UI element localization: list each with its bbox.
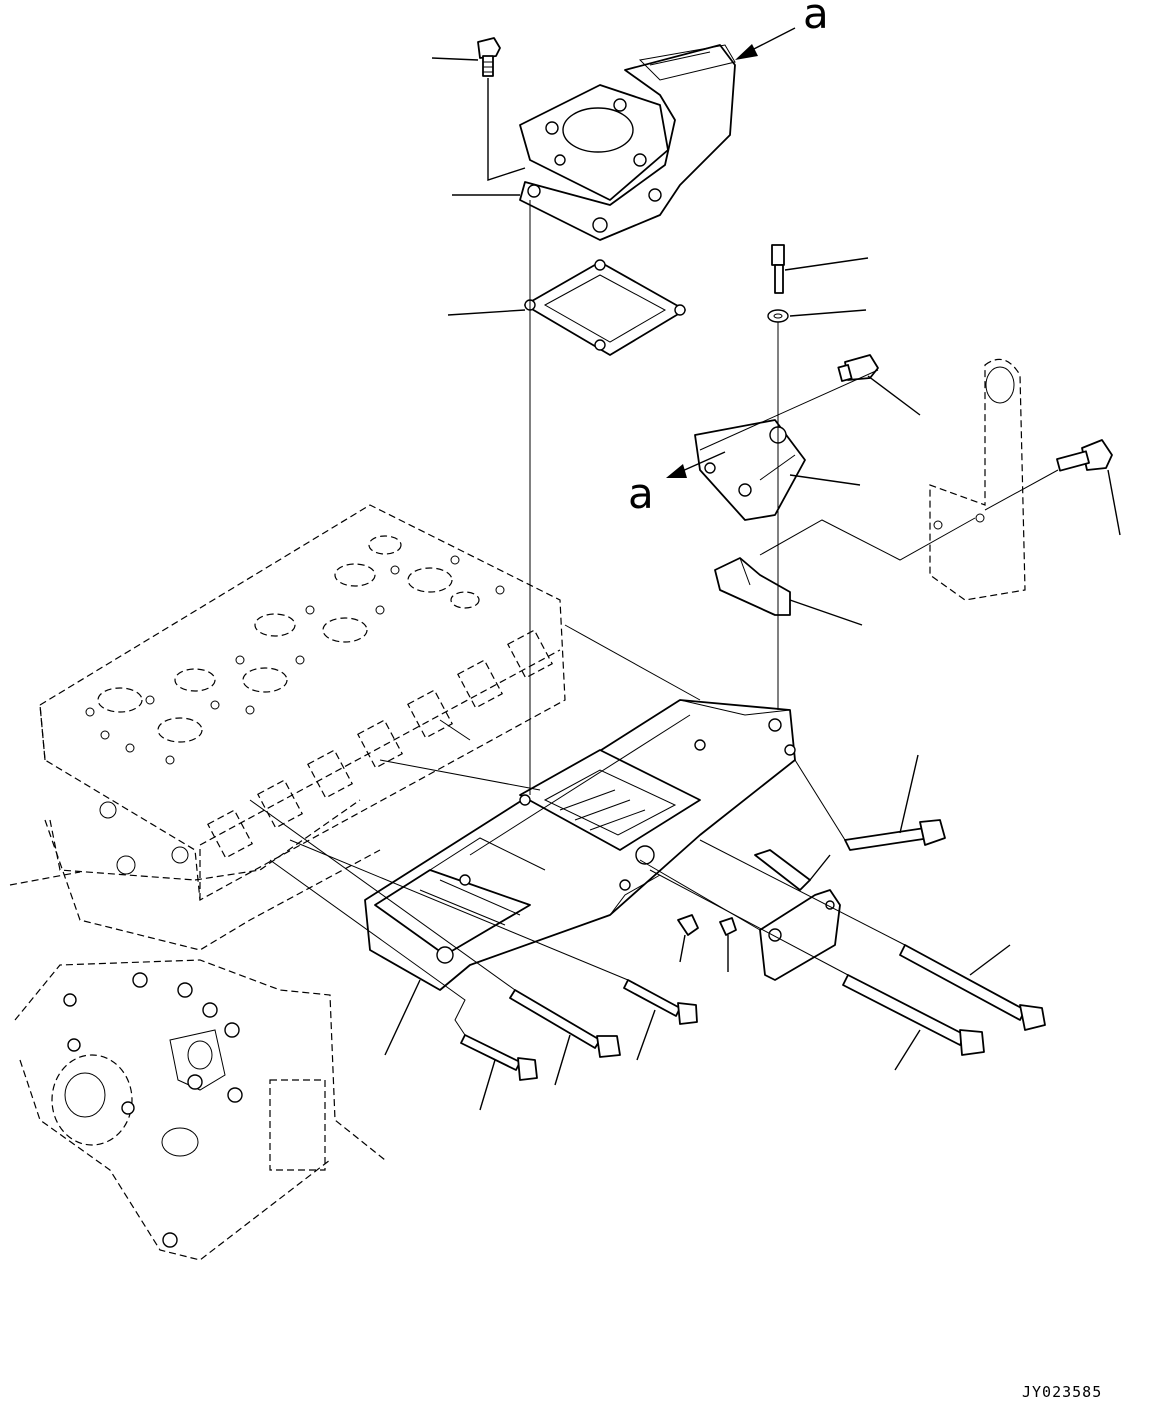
reference-label-top: a bbox=[803, 0, 829, 38]
exhaust-manifold bbox=[364, 699, 796, 991]
reference-arrow-top bbox=[735, 27, 796, 60]
leader-lines bbox=[249, 57, 1121, 1111]
lifting-bracket-bolt bbox=[1056, 439, 1113, 472]
drawing-code: JY023585 bbox=[1022, 1383, 1102, 1401]
reference-arrow-mid bbox=[666, 451, 726, 478]
bracket-bolt bbox=[837, 354, 879, 382]
stud-bolt bbox=[767, 244, 789, 323]
reference-label-mid: a bbox=[628, 469, 654, 518]
manifold-bolt bbox=[460, 819, 1046, 1081]
flange-bolt bbox=[477, 37, 501, 77]
engine-block-outline bbox=[9, 819, 386, 1261]
lifting-bracket bbox=[929, 358, 1026, 601]
upper-bracket bbox=[694, 419, 806, 521]
plug bbox=[677, 914, 737, 936]
spacer-block bbox=[714, 557, 791, 616]
cylinder-head-outline bbox=[39, 504, 566, 901]
lower-bracket bbox=[754, 849, 841, 981]
gasket bbox=[524, 259, 686, 356]
exhaust-elbow bbox=[519, 44, 736, 241]
